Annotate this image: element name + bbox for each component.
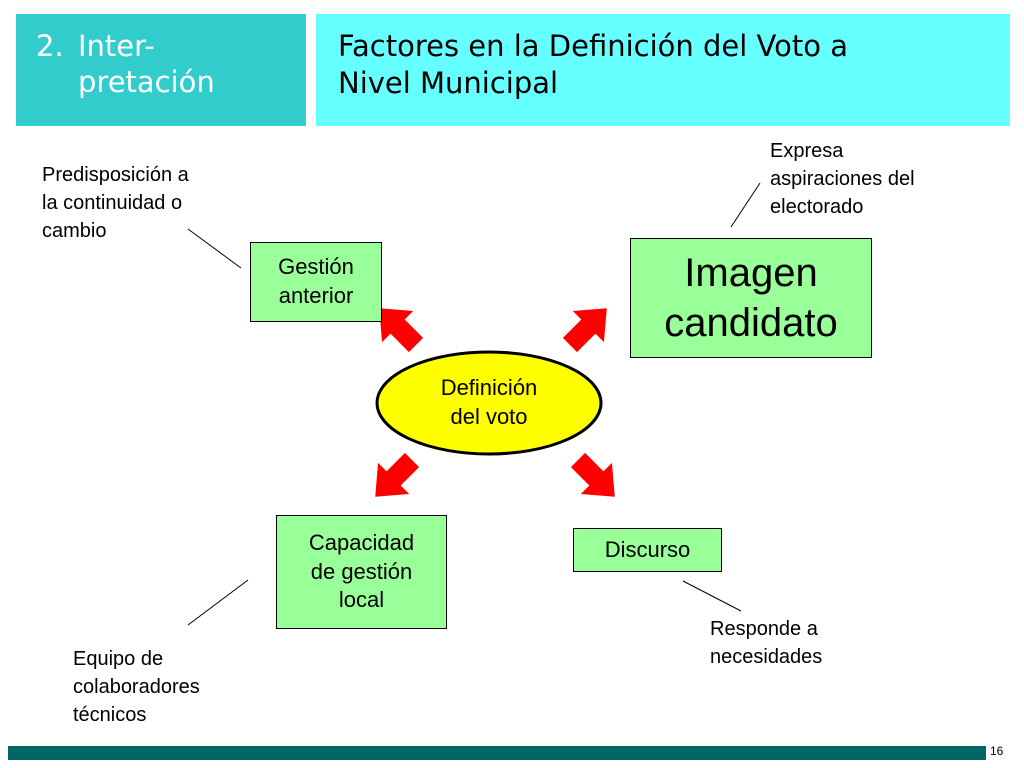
node-gestion-anterior: Gestión anterior xyxy=(250,242,382,322)
note-top-left: Predisposición a la continuidad o cambio xyxy=(42,161,189,245)
note-top-right: Expresa aspiraciones del electorado xyxy=(770,137,915,221)
slide-title-line2: Nivel Municipal xyxy=(338,65,559,100)
note-top-left-line3: cambio xyxy=(42,220,107,242)
page-number: 16 xyxy=(990,744,1004,758)
section-title-line2: pretación xyxy=(78,65,215,99)
note-top-right-line2: aspiraciones del xyxy=(770,168,915,190)
note-bottom-left-line1: Equipo de xyxy=(73,648,164,670)
callout-line-bottom-left xyxy=(187,579,249,626)
note-top-left-line2: la continuidad o xyxy=(42,192,183,214)
node-capacidad-line1: Capacidad xyxy=(308,530,415,556)
node-capacidad-gestion: Capacidad de gestión local xyxy=(276,515,447,629)
slide-title: Factores en la Definición del Voto a Niv… xyxy=(316,14,1010,126)
node-capacidad-line2: de gestión xyxy=(310,558,413,584)
note-top-right-line3: electorado xyxy=(770,196,864,218)
slide-title-line1: Factores en la Definición del Voto a xyxy=(338,29,848,63)
center-node-line2: del voto xyxy=(450,404,528,429)
note-bottom-left-line3: técnicos xyxy=(73,704,147,726)
node-imagen-line1: Imagen xyxy=(684,251,818,295)
callout-line-top-left xyxy=(187,228,242,269)
footer-bar xyxy=(8,746,986,760)
node-imagen-line2: candidato xyxy=(664,301,838,345)
note-top-left-line1: Predisposición a xyxy=(42,164,189,186)
section-number: 2. xyxy=(36,29,64,63)
callout-line-bottom-right xyxy=(682,580,742,612)
note-bottom-left-line2: colaboradores xyxy=(73,676,200,698)
node-gestion-line1: Gestión xyxy=(278,254,354,280)
section-title-line1: Inter- xyxy=(78,29,155,63)
node-discurso: Discurso xyxy=(573,528,722,572)
callout-line-top-right xyxy=(730,182,761,228)
section-label: 2. Inter- pretación xyxy=(16,14,306,126)
center-ellipse xyxy=(375,350,603,456)
center-node-definicion: Definición del voto xyxy=(376,351,602,455)
center-node-line1: Definición xyxy=(440,375,538,401)
node-discurso-line1: Discurso xyxy=(604,536,691,562)
node-imagen-candidato: Imagen candidato xyxy=(630,238,872,358)
note-bottom-right-line1: Responde a xyxy=(710,618,818,640)
node-gestion-line2: anterior xyxy=(278,283,354,308)
note-top-right-line1: Expresa xyxy=(770,140,844,162)
note-bottom-right-line2: necesidades xyxy=(710,646,823,668)
note-bottom-right: Responde a necesidades xyxy=(710,615,822,671)
node-capacidad-line3: local xyxy=(338,587,385,613)
note-bottom-left: Equipo de colaboradores técnicos xyxy=(73,645,200,729)
